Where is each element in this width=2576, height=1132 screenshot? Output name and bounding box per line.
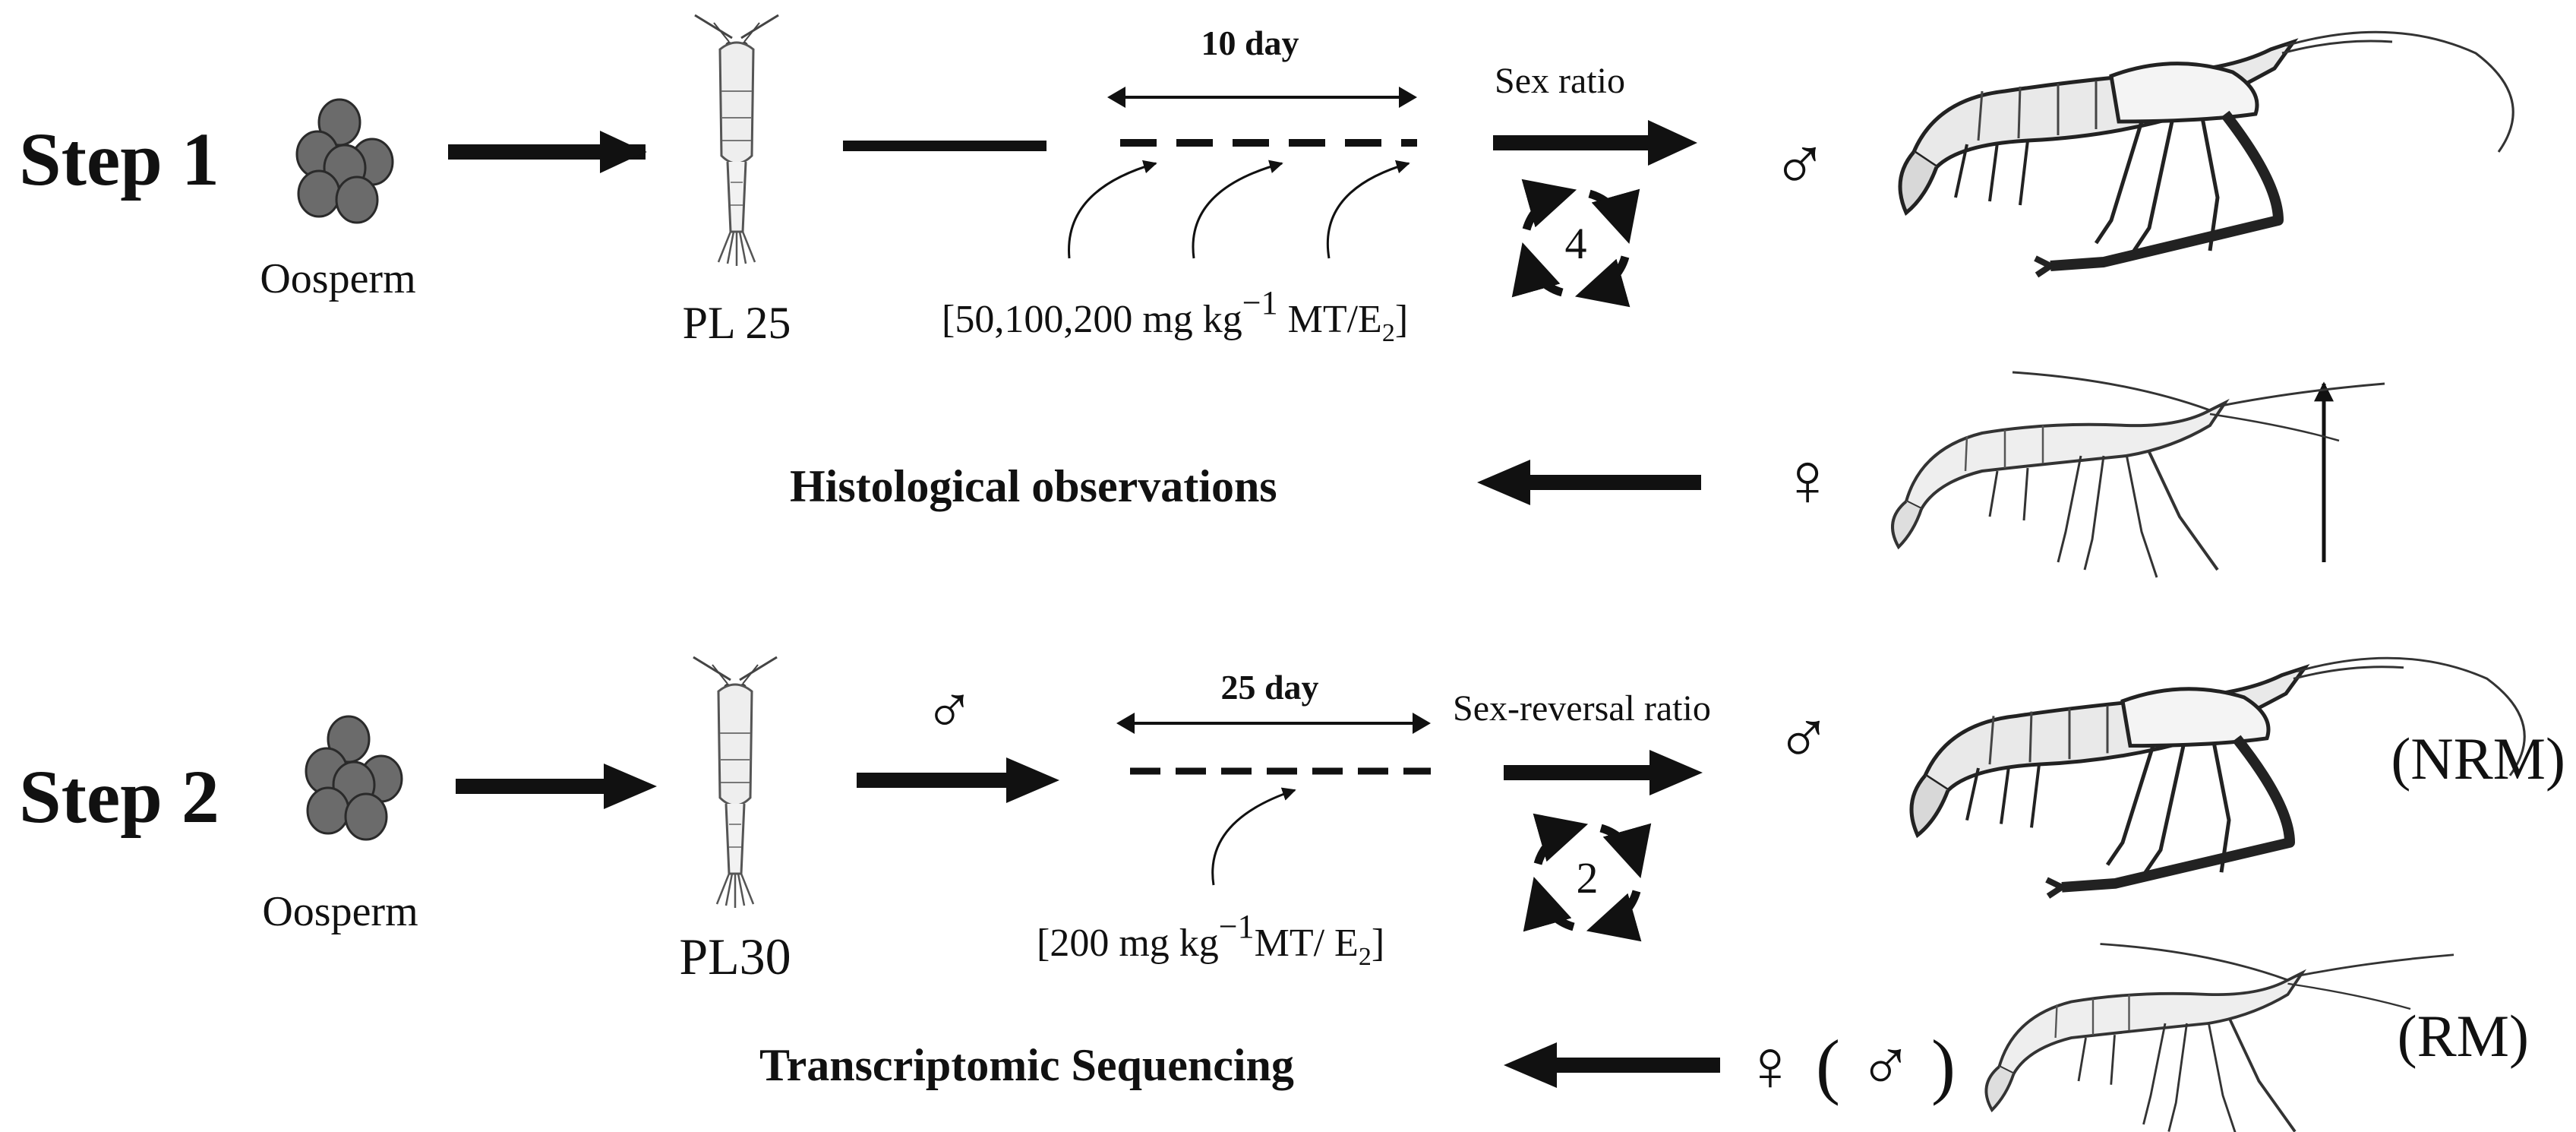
step2-dose-subscript: 2 [1359,943,1372,971]
step2-egg-cluster-icon [305,715,403,841]
step2-arrow-egg-to-larva-head [604,764,657,809]
step2-analysis-arrow-head [1504,1042,1557,1088]
step1-dose-exponent: −1 [1242,284,1278,321]
step2-cycle-number: 2 [1577,853,1599,903]
step1-analysis-label: Histological observations [790,461,1277,511]
step1-female-prawn-illustration [1891,371,2386,579]
step1-arrow-egg-to-larva-head [600,131,646,173]
step1-male-prawn-illustration [1900,32,2513,275]
step2-outcome-arrow-head [1649,750,1703,795]
step2-rm-label: (RM) [2398,1003,2529,1069]
step1-female-symbol: ♀ [1779,438,1836,522]
step2-dose-pointer [1211,787,1296,886]
step2-egg-label: Oosperm [262,888,418,935]
step2-postlarva-icon [692,656,778,909]
step2-duration-arrow-left-head [1116,713,1135,734]
step1-dose-main: [50,100,200 mg kg [942,298,1242,341]
step2-input-male-symbol: ♂ [923,673,975,748]
step1-larva-label: PL 25 [683,298,791,348]
step1-egg-cluster-icon [295,98,394,224]
step2-dose-main: [200 mg kg [1037,922,1219,965]
step1-egg-label: Oosperm [260,255,415,302]
step1-outcome-label: Sex ratio [1495,61,1625,101]
step1-postlarva-icon [693,14,780,267]
step1-dose-label: [50,100,200 mg kg−1 MT/E2] [942,284,1408,347]
step2-label: Step 2 [19,754,219,839]
step1-dose-subscript: 2 [1382,319,1395,347]
step2-larva-label: PL30 [679,928,791,985]
step2-dose-close: ] [1372,922,1384,965]
step1-dose-close: ] [1395,298,1408,341]
step1-duration-arrow-left-head [1107,87,1125,108]
step1-dose-suffix: MT/E [1278,298,1382,341]
step2-treatment-entry-arrow-head [1006,757,1059,803]
step1-duration-arrow-right-head [1399,87,1417,108]
step2-female-group-label: ♀ ( ♂ ) [1743,1025,1956,1106]
step1-cycle-number: 4 [1565,219,1587,268]
step1-outcome-arrow-head [1648,120,1697,166]
step2-nrm-label: (NRM) [2391,726,2565,792]
step2-duration-arrow-right-head [1413,713,1431,734]
step2-dose-label: [200 mg kg−1MT/ E2] [1037,908,1384,971]
step1-dose-pointer-2 [1192,160,1283,259]
step1-dose-pointer-1 [1068,160,1157,259]
step1-dose-pointer-3 [1326,160,1410,259]
step2-male-symbol: ♂ [1776,696,1833,780]
step1-analysis-arrow-head [1477,460,1530,505]
step1-male-symbol: ♂ [1772,122,1829,207]
step2-analysis-label: Transcriptomic Sequencing [759,1040,1294,1090]
step2-outcome-label: Sex-reversal ratio [1453,688,1711,729]
step2-dose-exponent: −1 [1219,908,1255,945]
step2-dose-suffix: MT/ E [1255,922,1359,965]
step2-duration-label: 25 day [1220,668,1318,707]
step1-duration-label: 10 day [1201,24,1299,62]
step2-reversed-male-prawn-illustration [1984,942,2455,1132]
step1-label: Step 1 [19,117,219,201]
